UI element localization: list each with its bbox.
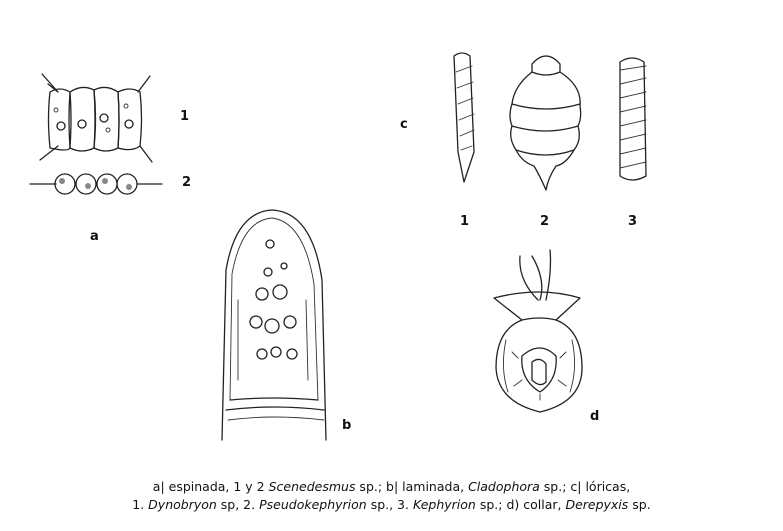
pseudokephyrion-lorica-drawing bbox=[510, 56, 581, 190]
caption-text: sp.; d) collar, bbox=[476, 497, 566, 512]
label-a1: 1 bbox=[180, 110, 189, 123]
caption-species: Kephyrion bbox=[413, 497, 476, 512]
caption-species: Cladophora bbox=[468, 479, 540, 494]
diagram-drawings bbox=[0, 0, 783, 470]
label-a2: 2 bbox=[182, 176, 191, 189]
label-c3: 3 bbox=[628, 215, 637, 228]
kephyrion-lorica-drawing bbox=[620, 58, 646, 180]
caption-text: sp.; c| lóricas, bbox=[540, 479, 630, 494]
label-c2: 2 bbox=[540, 215, 549, 228]
label-d: d bbox=[590, 410, 599, 423]
label-c: c bbox=[400, 118, 408, 131]
caption-text: sp. bbox=[628, 497, 650, 512]
caption-text: sp, 2. bbox=[217, 497, 259, 512]
caption-species: Scenedesmus bbox=[269, 479, 356, 494]
scenedesmus-colony-drawing bbox=[40, 74, 152, 162]
caption-line-2: 1. Dynobryon sp, 2. Pseudokephyrion sp.,… bbox=[0, 496, 783, 514]
dinobryon-lorica-drawing bbox=[454, 53, 474, 182]
caption-text: sp., 3. bbox=[367, 497, 413, 512]
caption-species: Pseudokephyrion bbox=[259, 497, 367, 512]
caption-species: Dynobryon bbox=[148, 497, 217, 512]
caption-species: Derepyxis bbox=[565, 497, 628, 512]
label-c1: 1 bbox=[460, 215, 469, 228]
label-b: b bbox=[342, 419, 351, 432]
cladophora-cell-drawing bbox=[222, 210, 326, 440]
caption-text: 1. bbox=[132, 497, 148, 512]
caption-line-1: a| espinada, 1 y 2 Scenedesmus sp.; b| l… bbox=[0, 478, 783, 496]
caption-text: a| espinada, 1 y 2 bbox=[153, 479, 269, 494]
figure-caption: a| espinada, 1 y 2 Scenedesmus sp.; b| l… bbox=[0, 478, 783, 514]
caption-text: sp.; b| laminada, bbox=[355, 479, 468, 494]
scenedesmus-chain-drawing bbox=[30, 174, 162, 194]
derepyxis-collar-drawing bbox=[494, 250, 582, 412]
label-a: a bbox=[90, 230, 99, 243]
